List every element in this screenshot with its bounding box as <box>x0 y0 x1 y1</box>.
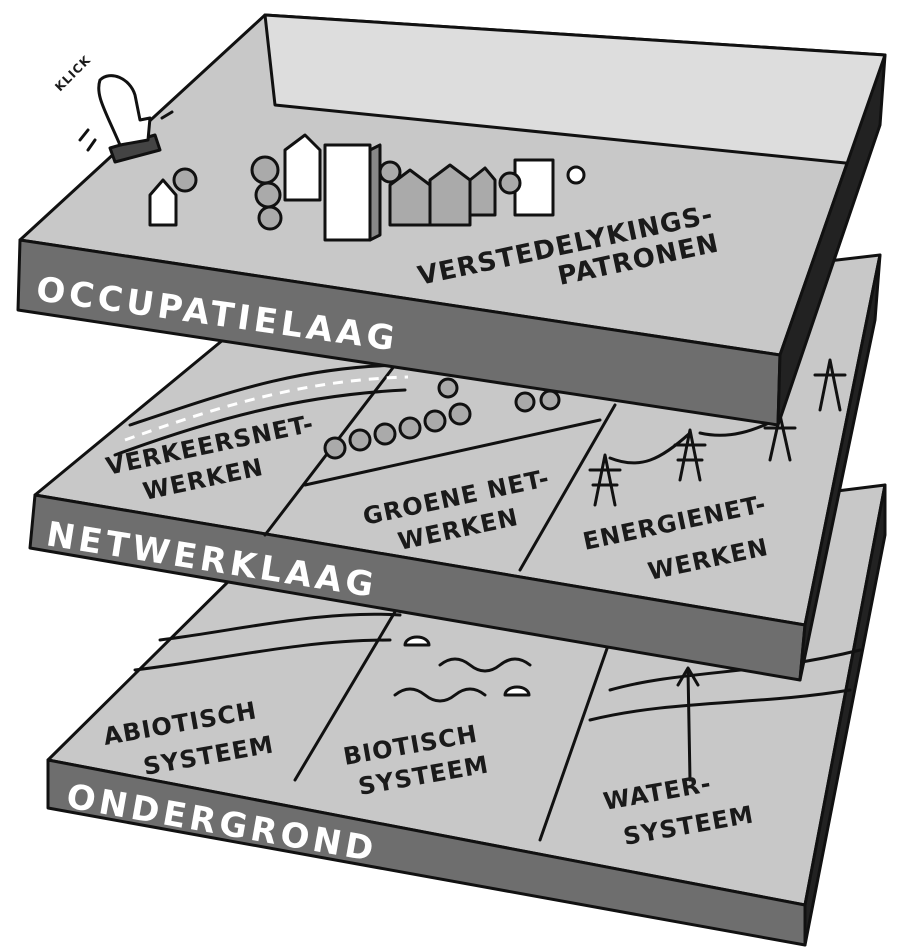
tree-row-icon <box>323 377 561 460</box>
path-lines <box>303 418 602 487</box>
click-hand-icon <box>78 74 174 164</box>
water-line-1 <box>608 648 862 692</box>
netwerk-side-face <box>798 253 882 682</box>
water-line-2 <box>588 688 852 722</box>
worm-icon <box>438 657 532 673</box>
road-centerline <box>124 375 409 442</box>
bug-icon <box>403 635 431 647</box>
click-label: KLICK <box>52 53 93 94</box>
worm-icon-2 <box>393 687 487 703</box>
netwerk-divider-2 <box>518 403 617 572</box>
bug-icon-2 <box>503 685 531 697</box>
ondergrond-divider-1 <box>293 593 407 782</box>
ondergrond-side-face <box>803 483 887 947</box>
water-arrow-icon <box>676 666 700 782</box>
ondergrond-divider-2 <box>538 638 612 842</box>
city-buildings-icon <box>148 133 586 242</box>
occupatie-slab: KLICK VERSTEDELYKINGS- PATRONEN OCCUPATI… <box>16 13 887 427</box>
road-edge-2 <box>113 388 407 457</box>
road-edge-1 <box>128 363 412 427</box>
occupatie-side-face <box>776 53 887 427</box>
strata-line-2 <box>133 638 392 672</box>
strata-lines <box>158 612 402 642</box>
